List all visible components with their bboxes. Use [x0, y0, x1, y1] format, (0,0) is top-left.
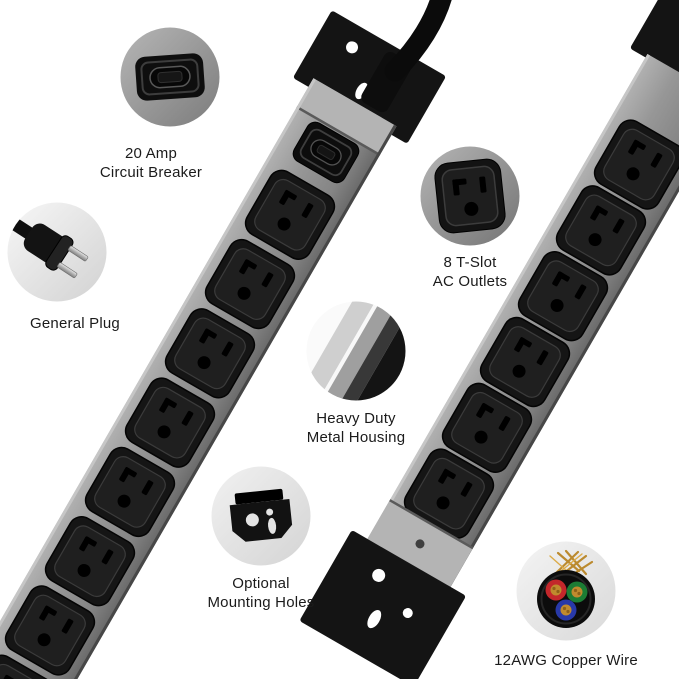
outlet-icon: [420, 146, 520, 246]
label-line: Heavy Duty: [316, 410, 396, 427]
label-line: Metal Housing: [306, 429, 406, 446]
edge-shadow: [447, 100, 679, 587]
label-line: 12AWG Copper Wire: [494, 652, 638, 669]
label-line: Circuit Breaker: [99, 164, 203, 181]
label-line: General Plug: [30, 315, 120, 332]
circuit-breaker-label: 20 Amp Circuit Breaker: [71, 144, 231, 182]
seam: [296, 105, 381, 157]
screw: [415, 539, 425, 549]
label-line: 8 T-Slot: [443, 254, 497, 271]
general-plug-label: General Plug: [0, 314, 155, 333]
wire-blue: [555, 599, 577, 621]
edge-highlight: [0, 78, 317, 679]
metal-housing-icon: [306, 301, 406, 401]
power-cord: [384, 0, 452, 82]
mounting-bracket-icon: [211, 466, 311, 566]
label-line: Mounting Holes: [207, 594, 315, 611]
mounting-holes-label: Optional Mounting Holes: [181, 574, 341, 612]
copper-wire-icon: [516, 541, 616, 641]
power-strip-upper-segment: [0, 11, 446, 679]
metal-housing-photo: [306, 301, 406, 401]
circuit-breaker-icon: [120, 27, 220, 127]
circuit-breaker-photo: [120, 27, 220, 127]
mounting-bracket-bottom: [300, 531, 466, 679]
edge-shadow: [0, 124, 397, 679]
edge-highlight: [367, 53, 651, 541]
label-line: 20 Amp: [124, 145, 178, 162]
ac-outlet-photo: [420, 146, 520, 246]
end-cap: [296, 78, 397, 156]
label-line: AC Outlets: [432, 273, 508, 290]
mounting-bracket-top: [293, 11, 446, 143]
ac-outlets-label: 8 T-Slot AC Outlets: [390, 253, 550, 291]
plug-icon: [7, 202, 107, 302]
wire-green: [566, 581, 588, 603]
seam: [389, 499, 474, 550]
wire-red: [545, 579, 567, 601]
mounting-holes-photo: [211, 466, 311, 566]
copper-wire-label: 12AWG Copper Wire: [486, 651, 646, 670]
general-plug-photo: [7, 202, 107, 302]
power-strip-lower-segment: [300, 0, 679, 679]
copper-wire-photo: [516, 541, 616, 641]
label-line: Optional: [232, 575, 290, 592]
mounting-bracket-top-right: [630, 0, 679, 114]
metal-housing-label: Heavy Duty Metal Housing: [276, 409, 436, 447]
